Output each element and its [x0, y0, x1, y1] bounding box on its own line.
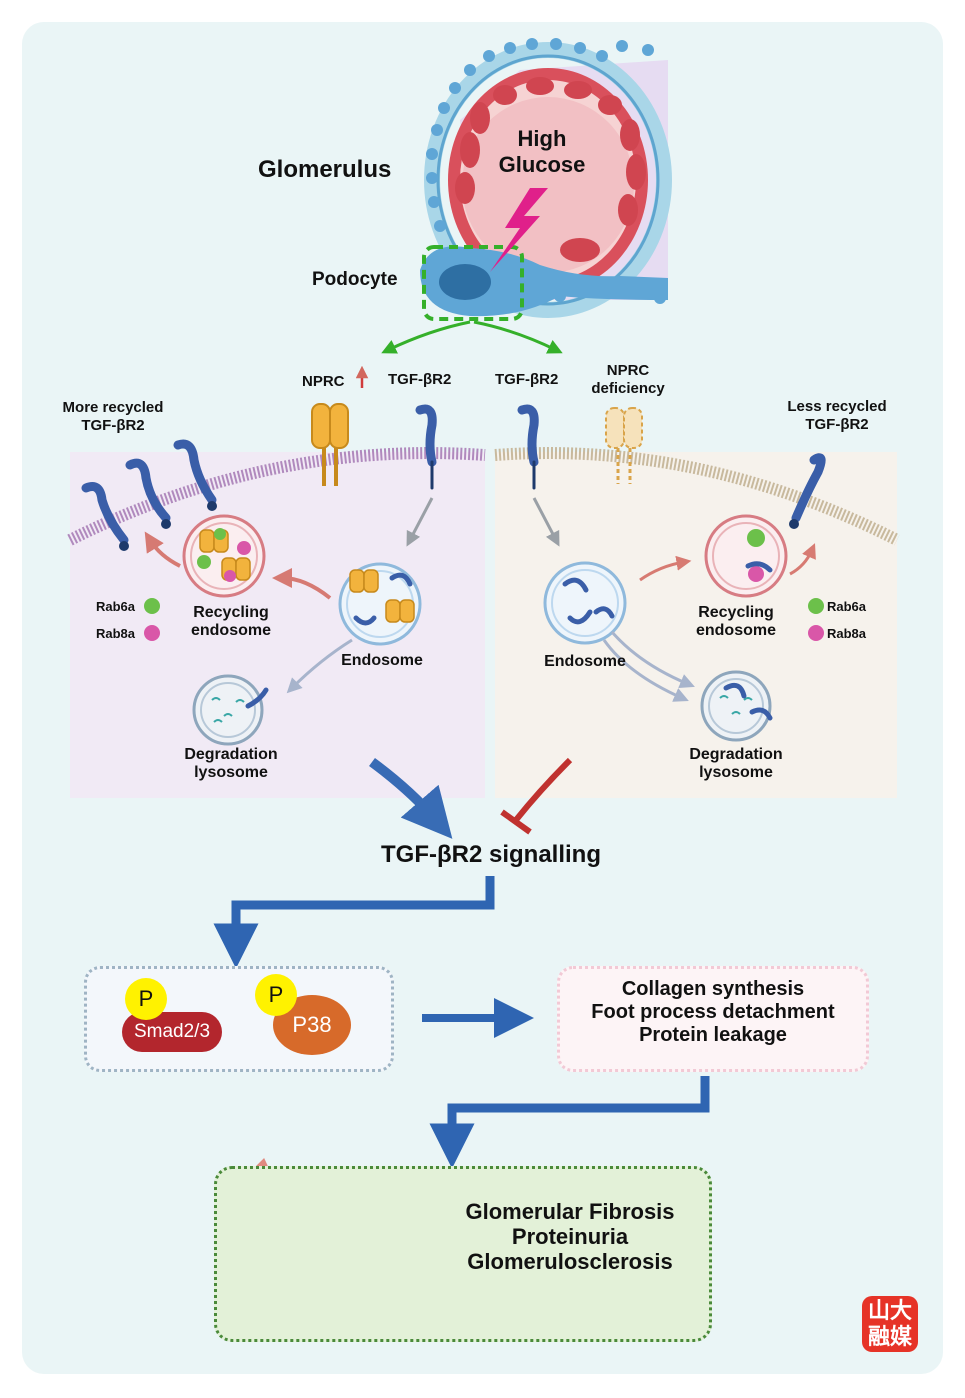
less-recycled-label-line2: TGF-βR2: [805, 416, 869, 433]
lysosome-icon: [192, 674, 269, 746]
smad23-protein: Smad2/3: [122, 1012, 222, 1052]
lightning-icon: [490, 188, 548, 272]
high-glucose-label-line1: High: [517, 126, 567, 151]
nprc-deficiency-label-line2: deficiency: [591, 380, 665, 397]
tgf-receptor-label-left: TGF-βR2: [388, 371, 452, 388]
phospho-badge-smad: P: [125, 978, 167, 1020]
effect-item: Collagen synthesis: [621, 978, 805, 1000]
logo-line2: 融媒: [867, 1324, 912, 1349]
endosome-icon: [338, 562, 422, 646]
nprc-deficient-icon: [605, 407, 643, 484]
more-recycled-label-line1: More recycled: [62, 399, 164, 416]
endosome-icon: [543, 561, 627, 645]
nprc-deficiency-label-line1: NPRC: [606, 362, 650, 379]
recycling-endosome-icon: [182, 514, 266, 598]
degradation-lysosome-label-left-line2: lysosome: [194, 764, 268, 781]
rab8a-dot-right: [808, 625, 824, 641]
degradation-lysosome-label-right-line2: lysosome: [699, 764, 773, 781]
phospho-badge-p38: P: [255, 974, 297, 1016]
less-recycled-label-line1: Less recycled: [787, 398, 887, 415]
rab8a-dot-left: [144, 625, 160, 641]
recycling-endosome-label-left-line1: Recycling: [193, 604, 269, 621]
outcome-item: Proteinuria: [511, 1224, 629, 1249]
podocyte-label: Podocyte: [312, 269, 398, 290]
recycling-endosome-icon: [704, 514, 788, 598]
recycling-endosome-label-right-line2: endosome: [695, 622, 776, 639]
lysosome-icon: [700, 670, 773, 742]
recycling-endosome-label-left-line2: endosome: [190, 622, 271, 639]
more-recycled-label-line2: TGF-βR2: [81, 417, 145, 434]
rab6a-dot-left: [144, 598, 160, 614]
high-glucose-label-line2: Glucose: [498, 152, 586, 177]
effects-box: [557, 966, 869, 1072]
receptor-icon: [81, 404, 826, 545]
rab6a-legend-left: Rab6a: [96, 599, 136, 614]
rab6a-dot-right: [808, 598, 824, 614]
effect-item: Foot process detachment: [591, 1001, 835, 1023]
rab6a-legend-right: Rab6a: [827, 599, 867, 614]
glomerulus-icon: [420, 38, 672, 321]
normal-panel: [70, 452, 485, 798]
rab8a-legend-right: Rab8a: [827, 626, 867, 641]
endosome-label-right: Endosome: [544, 653, 626, 670]
outcome-item: Glomerular Fibrosis: [465, 1199, 675, 1224]
nprc-label: NPRC: [302, 373, 345, 390]
glomerulus-label: Glomerulus: [258, 156, 392, 183]
signalling-label: TGF-βR2 signalling: [381, 841, 601, 868]
tgf-receptor-label-right: TGF-βR2: [495, 371, 559, 388]
endosome-label-left: Endosome: [341, 652, 423, 669]
rab8a-legend-left: Rab8a: [96, 626, 136, 641]
logo-line1: 山大: [867, 1298, 912, 1323]
recycling-endosome-label-right-line1: Recycling: [698, 604, 774, 621]
watermark-logo: 山大 融媒: [862, 1296, 918, 1352]
outcome-item: Glomerulosclerosis: [467, 1249, 673, 1274]
degradation-lysosome-label-left-line1: Degradation: [184, 746, 278, 763]
outcomes-box: [214, 1166, 712, 1342]
nprc-dimer-icon: [311, 403, 349, 486]
degradation-lysosome-label-right-line1: Degradation: [689, 746, 783, 763]
effect-item: Protein leakage: [639, 1024, 787, 1046]
